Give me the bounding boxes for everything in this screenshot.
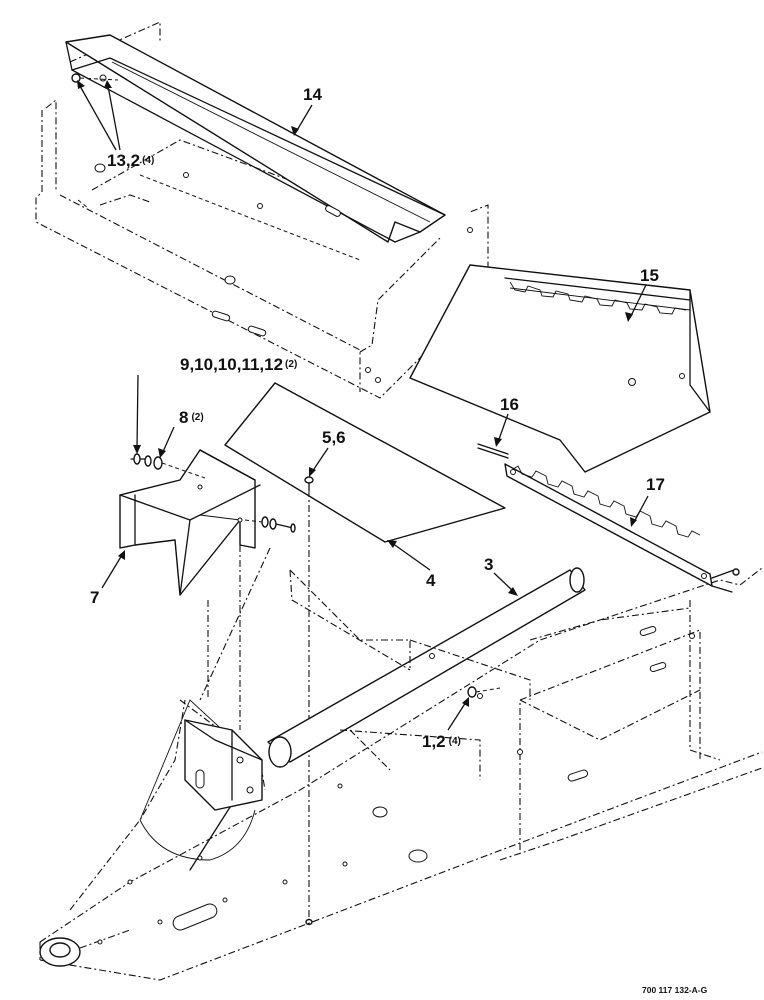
callout-5-6: 5,6 (322, 428, 346, 447)
flat-plate-part-4 (224, 382, 506, 543)
leader-lines (77, 80, 649, 731)
callout-4: 4 (426, 571, 436, 590)
serrated-strip-part-17 (504, 463, 740, 593)
callout-16: 16 (500, 395, 519, 414)
callout-labels: 14 13,2(4) 15 9,10,10,11,12(2) 8(2) 16 5… (90, 85, 708, 995)
callout-7: 7 (90, 588, 99, 607)
top-cover-part-14 (65, 34, 446, 243)
callout-15: 15 (640, 266, 659, 285)
callout-13-2: 13,2(4) (107, 151, 154, 170)
housing-hole (467, 227, 473, 233)
clevis-block (184, 719, 263, 811)
housing-hole (94, 163, 106, 173)
tube-part-3 (267, 567, 586, 768)
housing-slot (211, 310, 231, 322)
callout-8: 8(2) (179, 408, 204, 427)
callout-1-2: 1,2(4) (422, 732, 461, 751)
side-shield-part-15 (409, 264, 711, 473)
bracket-part-7 (119, 449, 261, 596)
callout-3: 3 (484, 555, 493, 574)
vertical-bolt-part-5-6 (304, 476, 314, 926)
bolt-right-of-bracket (244, 516, 296, 533)
housing-hole (375, 377, 381, 383)
bolt-part-13 (71, 73, 119, 83)
housing-slot (247, 325, 267, 337)
drawing-number: 700 117 132-A-G (642, 985, 708, 995)
hitch-ring (39, 929, 131, 967)
housing-hole (224, 275, 236, 285)
housing-hole (365, 367, 371, 373)
housing-hole (257, 203, 263, 209)
bolt-part-1-2 (467, 686, 501, 698)
callout-17: 17 (646, 475, 665, 494)
callout-14: 14 (303, 85, 322, 104)
frame-holes (97, 625, 695, 945)
housing-hole (183, 172, 189, 178)
pin-part-16 (477, 443, 509, 459)
bolt-stack-part-9-12 (130, 453, 206, 479)
hitch-frame (39, 545, 763, 981)
callout-9-10-10-11-12: 9,10,10,11,12(2) (180, 355, 297, 374)
